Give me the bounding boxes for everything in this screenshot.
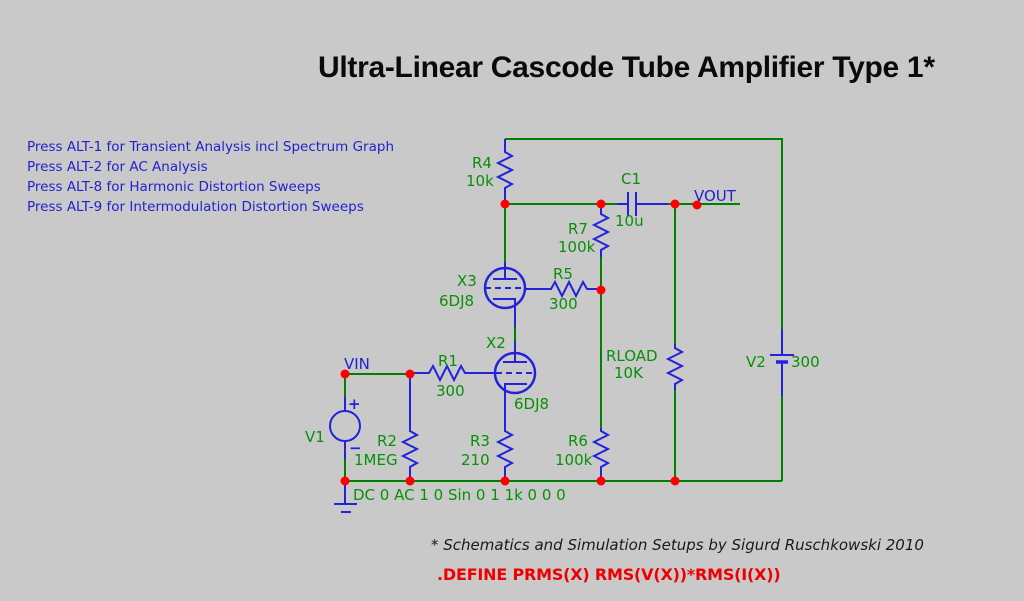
vout-node-label[interactable]: VOUT — [694, 187, 736, 205]
resistor-r1[interactable] — [410, 363, 494, 383]
x3-cathode — [493, 298, 516, 306]
vin-node-label[interactable]: VIN — [344, 355, 370, 373]
component-layer — [329, 139, 794, 513]
x2-value-label[interactable]: 6DJ8 — [514, 395, 550, 413]
r2-value-label[interactable]: 1MEG — [354, 451, 398, 469]
resistor-r7[interactable] — [591, 204, 611, 257]
v1-plus-sign: + — [348, 395, 361, 413]
resistor-r6[interactable] — [591, 428, 611, 481]
v2-value-label[interactable]: 300 — [791, 353, 820, 371]
r7-name-label[interactable]: R7 — [568, 220, 588, 238]
r1-value-label[interactable]: 300 — [436, 382, 465, 400]
v1-name-label[interactable]: V1 — [305, 428, 325, 446]
credit-text: * Schematics and Simulation Setups by Si… — [431, 536, 924, 554]
page-title: Ultra-Linear Cascode Tube Amplifier Type… — [318, 51, 935, 84]
resistor-r2[interactable] — [400, 374, 420, 481]
node-dot — [596, 476, 606, 486]
r3-name-label[interactable]: R3 — [470, 432, 490, 450]
node-dot — [340, 476, 350, 486]
resistor-rload[interactable] — [665, 344, 685, 390]
node-dot — [596, 285, 606, 295]
x2-name-label[interactable]: X2 — [486, 334, 506, 352]
node-dot — [692, 200, 702, 210]
c1-value-label[interactable]: 10u — [615, 212, 644, 230]
resistor-r3[interactable] — [495, 391, 515, 481]
r5-name-label[interactable]: R5 — [553, 265, 573, 283]
node-dot — [500, 476, 510, 486]
rload-value-label[interactable]: 10K — [614, 364, 643, 382]
r1-name-label[interactable]: R1 — [438, 352, 458, 370]
tube-x3[interactable] — [483, 262, 527, 327]
node-dot — [670, 476, 680, 486]
rload-name-label[interactable]: RLOAD — [606, 347, 658, 365]
x3-value-label[interactable]: 6DJ8 — [439, 292, 475, 310]
x3-name-label[interactable]: X3 — [457, 272, 477, 290]
node-dot — [405, 369, 415, 379]
instruction-line: Press ALT-2 for AC Analysis — [27, 159, 208, 175]
r4-value-label[interactable]: 10k — [466, 172, 494, 190]
node-dot — [500, 199, 510, 209]
source-v1[interactable] — [329, 397, 361, 459]
v1-params-label[interactable]: DC 0 AC 1 0 Sin 0 1 1k 0 0 0 — [353, 486, 566, 504]
resistor-r4[interactable] — [495, 139, 515, 204]
r7-value-label[interactable]: 100k — [558, 238, 596, 256]
c1-name-label[interactable]: C1 — [621, 170, 642, 188]
v2-name-label[interactable]: V2 — [746, 353, 766, 371]
battery-v2[interactable] — [770, 329, 794, 396]
x3-plate — [493, 262, 517, 280]
x2-cathode — [504, 383, 527, 393]
resistor-r5[interactable] — [524, 279, 601, 299]
instruction-line: Press ALT-9 for Intermodulation Distorti… — [27, 199, 364, 215]
node-dot — [405, 476, 415, 486]
r4-name-label[interactable]: R4 — [472, 154, 492, 172]
r3-value-label[interactable]: 210 — [461, 451, 490, 469]
r2-name-label[interactable]: R2 — [377, 432, 397, 450]
r5-value-label[interactable]: 300 — [549, 295, 578, 313]
instructions-block: Press ALT-1 for Transient Analysis incl … — [27, 137, 394, 217]
r6-name-label[interactable]: R6 — [568, 432, 588, 450]
r6-value-label[interactable]: 100k — [555, 451, 593, 469]
node-dot — [596, 199, 606, 209]
v1-minus-sign: − — [349, 439, 362, 457]
instruction-line: Press ALT-1 for Transient Analysis incl … — [27, 139, 395, 155]
node-dot — [340, 369, 350, 379]
node-dot-layer — [340, 199, 702, 486]
node-dot — [670, 199, 680, 209]
capacitor-c1[interactable] — [617, 192, 668, 216]
define-directive-text[interactable]: .DEFINE PRMS(X) RMS(V(X))*RMS(I(X)) — [437, 565, 781, 584]
instruction-line: Press ALT-8 for Harmonic Distortion Swee… — [27, 179, 321, 195]
tube-x2[interactable] — [493, 341, 537, 395]
